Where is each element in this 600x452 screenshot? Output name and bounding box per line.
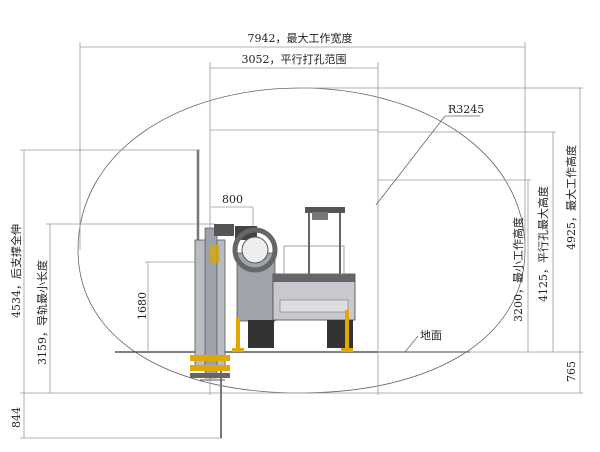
below-ground-right-label: 765 [565, 361, 578, 382]
parallel-max-height-label: 4125，平行孔最大高度 [536, 186, 550, 302]
min-work-height-label: 3200，最小工作高度 [511, 217, 525, 322]
ground-label: 地面 [420, 329, 442, 342]
tunnel-outline [77, 87, 526, 394]
rear-support-label: 4534，后支撑全伸 [9, 224, 23, 318]
radius-label: R3245 [448, 103, 484, 116]
below-ground-left-label: 844 [10, 407, 23, 428]
drilling-rig [190, 150, 356, 438]
height-1680-label: 1680 [136, 292, 149, 320]
left-dimension-lines [20, 149, 300, 439]
guide-min-length-label: 3159，导轨最小长度 [35, 260, 49, 365]
radius-leader [375, 115, 480, 206]
right-dimension-lines [300, 87, 583, 394]
parallel-range-label: 3052，平行打孔范围 [242, 52, 347, 66]
top-dimension-lines [79, 42, 526, 250]
max-work-height-label: 4925，最大工作高度 [564, 145, 578, 250]
ground-leader [404, 335, 419, 353]
overall-width-label: 7942，最大工作宽度 [248, 31, 353, 45]
offset-800-label: 800 [222, 193, 243, 206]
